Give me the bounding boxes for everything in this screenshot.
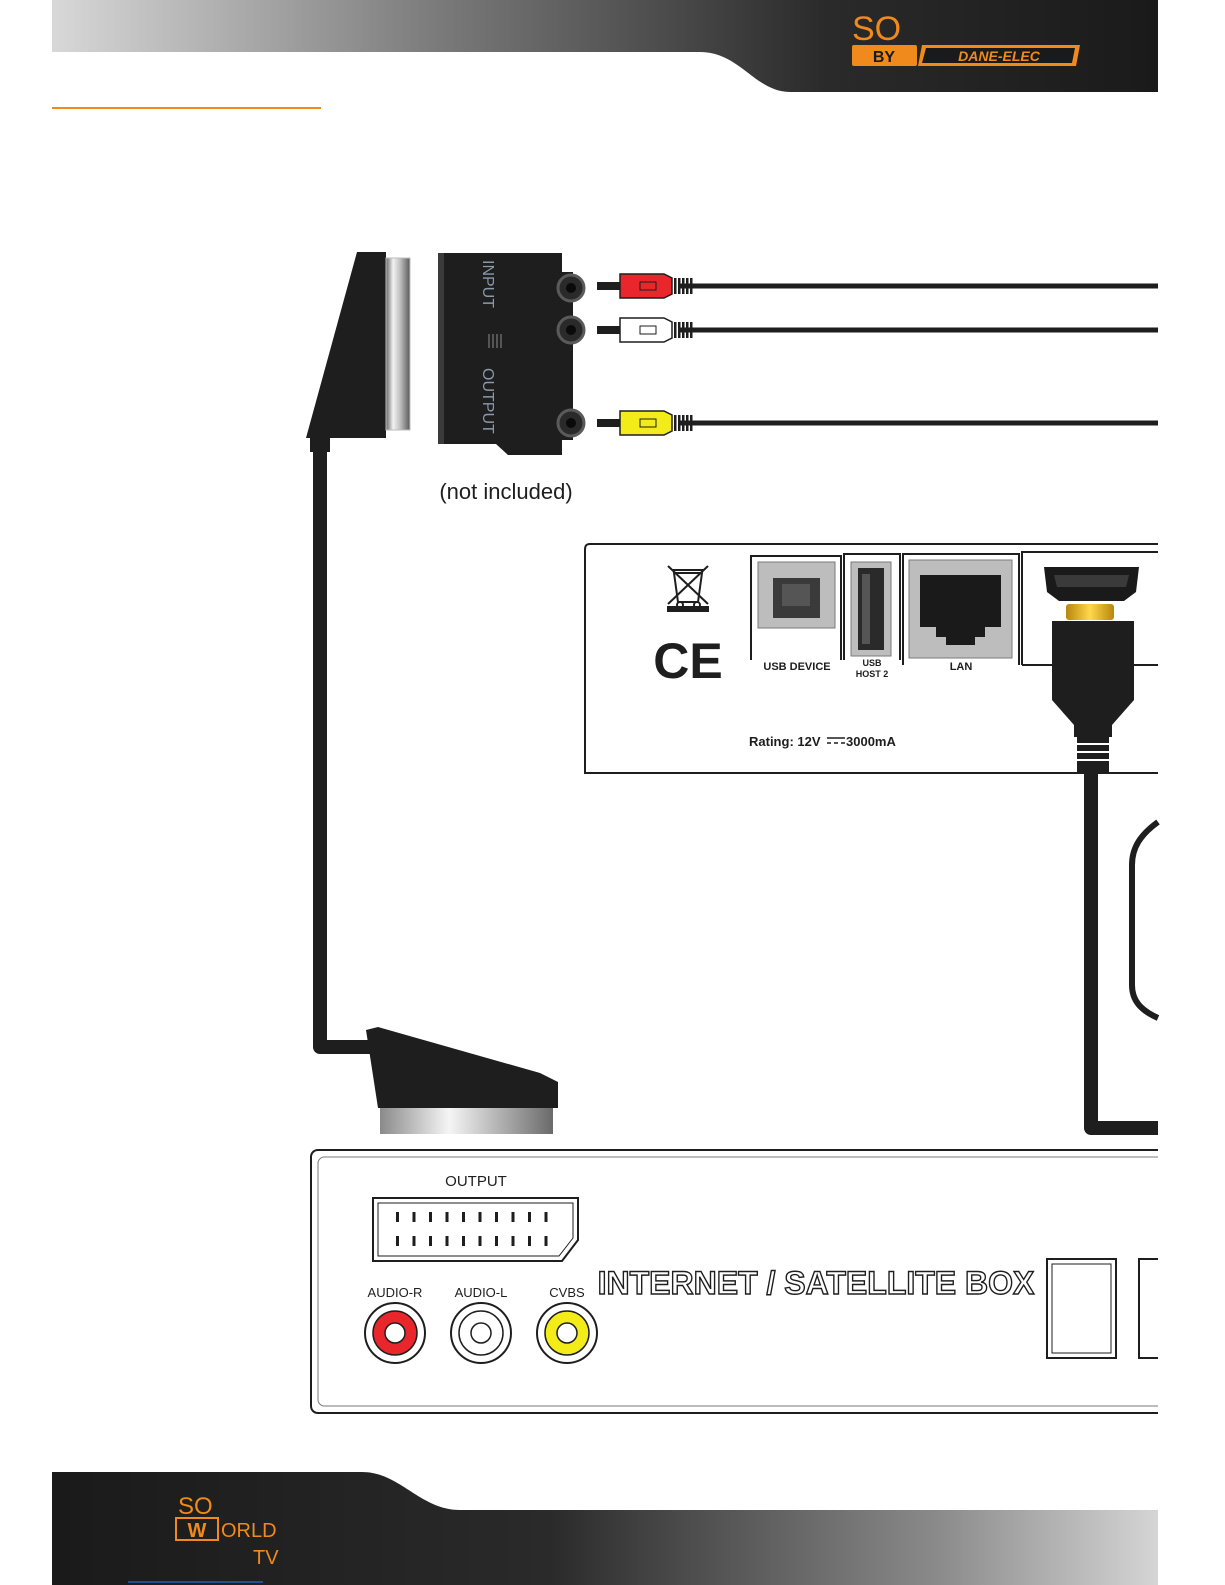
box-jack-label: CVBS bbox=[549, 1285, 585, 1300]
scart-cable bbox=[320, 438, 372, 1047]
rca-cable-red bbox=[597, 274, 1158, 298]
box-slot-1 bbox=[1047, 1259, 1116, 1358]
ce-mark: CE bbox=[653, 633, 722, 689]
box-jack-audio-l: AUDIO-L bbox=[451, 1285, 511, 1363]
box-jack-label: AUDIO-L bbox=[455, 1285, 508, 1300]
adapter-jack-white bbox=[558, 317, 584, 343]
scart-plug-bottom bbox=[366, 1027, 558, 1134]
rca-cable-white bbox=[597, 318, 1158, 342]
box-scart-socket bbox=[373, 1198, 578, 1261]
brand-by: BY bbox=[873, 49, 896, 66]
scart-plug-top bbox=[306, 252, 410, 452]
footer-brand-orld: ORLD bbox=[221, 1520, 277, 1542]
usb-device-label: USB DEVICE bbox=[763, 661, 830, 673]
usb-host-label-1: USB bbox=[862, 658, 882, 668]
adapter-jack-yellow bbox=[558, 410, 584, 436]
adapter-jack-red bbox=[558, 275, 584, 301]
tv-edge bbox=[1132, 822, 1158, 1018]
adapter-output-label: OUTPUT bbox=[479, 368, 496, 434]
rating-value: 3000mA bbox=[846, 734, 896, 749]
box-jack-cvbs: CVBS bbox=[537, 1285, 597, 1363]
footer-brand-tv: TV bbox=[253, 1547, 279, 1569]
brand-so: SO bbox=[852, 10, 901, 48]
box-slot-2 bbox=[1139, 1259, 1158, 1358]
scart-adapter: INPUT OUTPUT bbox=[438, 253, 584, 455]
rca-cables bbox=[597, 274, 1158, 435]
adapter-input-label: INPUT bbox=[479, 260, 496, 308]
satellite-box: OUTPUT AUDIO-R AUDIO-L CVBS INTERNET / SAT… bbox=[311, 1150, 1158, 1413]
rca-cable-yellow bbox=[597, 411, 1158, 435]
not-included-note: (not included) bbox=[439, 479, 572, 504]
hdmi-cable bbox=[1091, 770, 1158, 1128]
lan-label: LAN bbox=[950, 661, 973, 673]
usb-host-label-2: HOST 2 bbox=[856, 669, 889, 679]
box-jack-label: AUDIO-R bbox=[368, 1285, 423, 1300]
box-rca-jacks: AUDIO-R AUDIO-L CVBS bbox=[365, 1285, 597, 1363]
brand-maker: DANE-ELEC bbox=[958, 48, 1041, 64]
box-title: INTERNET / SATELLITE BOX bbox=[598, 1265, 1035, 1301]
footer-brand-w: W bbox=[188, 1520, 207, 1542]
footer-brand-so: SO bbox=[178, 1493, 213, 1520]
box-output-label: OUTPUT bbox=[445, 1173, 507, 1190]
lan-port: LAN bbox=[903, 554, 1019, 673]
box-jack-audio-r: AUDIO-R bbox=[365, 1285, 425, 1363]
rating-label: Rating: 12V bbox=[749, 734, 821, 749]
